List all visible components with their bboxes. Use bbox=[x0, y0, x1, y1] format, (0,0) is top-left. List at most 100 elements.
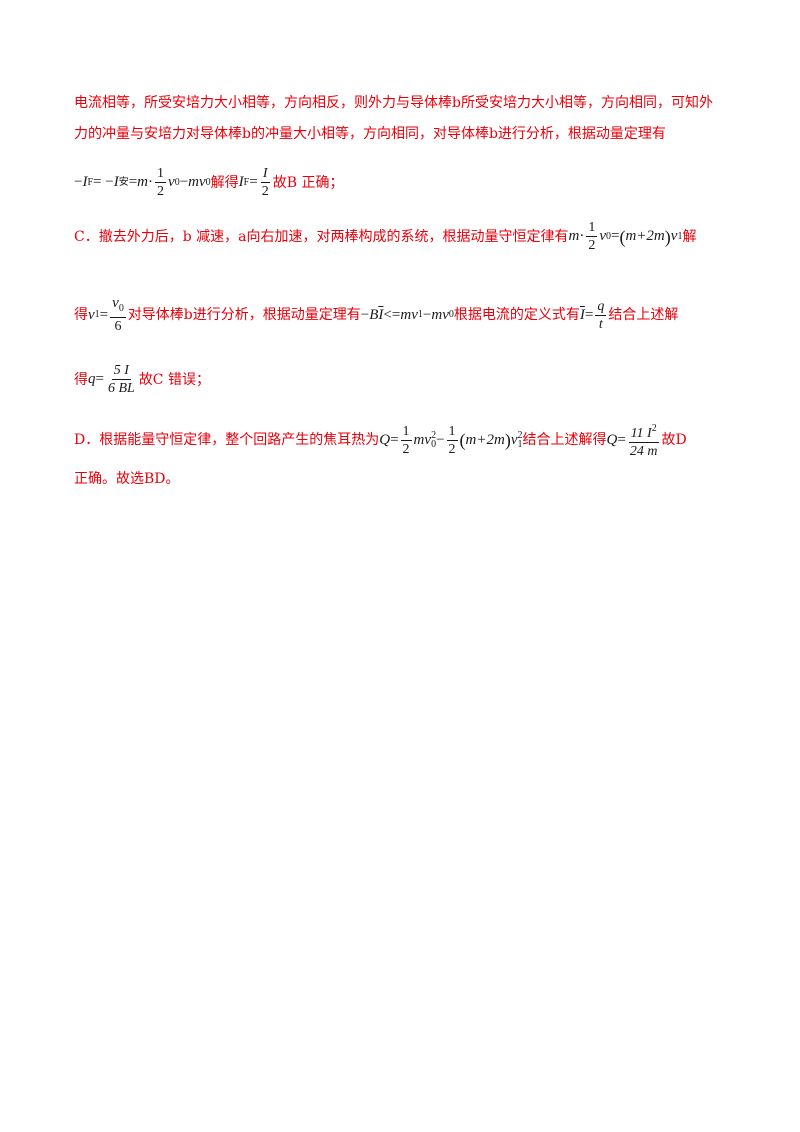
math: q bbox=[88, 371, 96, 387]
option-c-line-3: 得 q = 5 I 6 BL 故C 错误； bbox=[74, 363, 210, 396]
math-paren: ( bbox=[619, 226, 626, 247]
fraction-numerator: q bbox=[595, 298, 607, 316]
math-sub: 1 bbox=[94, 309, 100, 320]
math: I bbox=[113, 174, 119, 190]
math: = bbox=[95, 371, 104, 387]
fraction: 1 2 bbox=[446, 423, 458, 457]
fraction-denominator: 6 BL bbox=[107, 381, 135, 396]
fraction-denominator: 24 m bbox=[629, 444, 658, 459]
math: v bbox=[112, 295, 119, 311]
math-paren: ( bbox=[459, 430, 466, 450]
text: 得 bbox=[74, 307, 88, 323]
math: m bbox=[653, 228, 665, 244]
math: = bbox=[584, 306, 594, 323]
fraction: q t bbox=[595, 298, 607, 332]
math-sub: 0 bbox=[431, 439, 437, 450]
math-sub: 0 bbox=[118, 303, 124, 314]
fraction-denominator: 2 bbox=[157, 184, 165, 199]
math: m bbox=[400, 306, 412, 323]
text: 对导体棒b进行分析，根据动量定理有 bbox=[127, 307, 361, 323]
text: 结合上述解得 bbox=[522, 432, 607, 448]
fraction-numerator: 1 bbox=[400, 423, 412, 441]
fraction-denominator: 2 bbox=[402, 441, 410, 457]
fraction: 11 I2 24 m bbox=[628, 421, 660, 459]
math: − bbox=[422, 306, 432, 323]
math: I bbox=[238, 174, 244, 190]
math: = bbox=[390, 431, 399, 448]
math-sub: 0 bbox=[448, 309, 454, 320]
math: v bbox=[411, 306, 418, 323]
math-sup: 2 bbox=[431, 430, 437, 441]
fraction-numerator: 1 bbox=[446, 423, 458, 441]
text: 根据电流的定义式有 bbox=[453, 307, 580, 323]
fraction: I 2 bbox=[260, 166, 271, 199]
option-d-line-2: 正确。故选BD。 bbox=[74, 472, 180, 486]
text: C．撤去外力后，b 减速，a向右加速，对两棒构成的系统，根据动量守恒定律有 bbox=[74, 228, 569, 245]
math: Q bbox=[379, 431, 391, 448]
math: m+2 bbox=[465, 431, 494, 448]
text: 故B 正确； bbox=[272, 174, 344, 191]
math-sub: 1 bbox=[417, 309, 423, 320]
fraction-numerator: 1 bbox=[586, 220, 598, 237]
math: = bbox=[617, 431, 626, 448]
math: v bbox=[424, 431, 432, 448]
math: m bbox=[137, 174, 149, 190]
math: < bbox=[383, 306, 392, 323]
fraction-numerator: 5 I bbox=[111, 363, 131, 380]
fraction: v0 6 bbox=[110, 296, 126, 334]
math: v bbox=[199, 174, 206, 190]
math: m bbox=[188, 174, 199, 190]
math-sub: F bbox=[243, 176, 250, 188]
text: 解 bbox=[682, 228, 697, 245]
paragraph-line-2: 力的冲量与安培力对导体棒b的冲量大小相等，方向相同，对导体棒b进行分析，根据动量… bbox=[74, 127, 666, 141]
math-paren: ) bbox=[664, 226, 671, 247]
math: 11 I bbox=[630, 426, 652, 441]
math: I bbox=[378, 306, 384, 323]
math: v bbox=[442, 306, 449, 323]
fraction-denominator: 2 bbox=[261, 184, 269, 199]
math: = bbox=[128, 174, 138, 190]
math: m bbox=[431, 306, 443, 323]
paragraph-line-1: 电流相等，所受安培力大小相等，方向相反，则外力与导体棒b所受安培力大小相等，方向… bbox=[74, 96, 713, 110]
fraction-numerator: 1 bbox=[155, 166, 167, 183]
math: · bbox=[148, 174, 154, 190]
math: m+2 bbox=[625, 228, 654, 244]
math: m bbox=[494, 431, 505, 448]
math: B bbox=[369, 306, 379, 323]
math: − bbox=[179, 174, 189, 190]
fraction: 1 2 bbox=[586, 220, 598, 253]
text: D．根据能量守恒定律，整个回路产生的焦耳热为 bbox=[74, 432, 380, 448]
fraction-denominator: 2 bbox=[448, 441, 456, 457]
math-sub: 1 bbox=[517, 439, 523, 450]
text: 解得 bbox=[210, 174, 239, 191]
math: = bbox=[99, 306, 109, 323]
fraction: 5 I 6 BL bbox=[106, 363, 137, 396]
math: v bbox=[599, 228, 606, 244]
fraction-numerator: I bbox=[260, 166, 270, 183]
option-c-line-1: C．撤去外力后，b 减速，a向右加速，对两棒构成的系统，根据动量守恒定律有 m … bbox=[74, 220, 696, 253]
text: 故D bbox=[661, 432, 687, 448]
math: − bbox=[74, 174, 83, 190]
text: 结合上述解 bbox=[608, 307, 679, 323]
math: − bbox=[360, 306, 370, 323]
fraction: 1 2 bbox=[400, 423, 412, 457]
math-sub: 1 bbox=[677, 230, 683, 242]
text: 故C 错误； bbox=[138, 371, 210, 388]
math: = bbox=[391, 306, 401, 323]
math-sub: F bbox=[87, 176, 94, 188]
math-sup: 2 bbox=[517, 430, 523, 441]
math-paren: ) bbox=[504, 430, 511, 450]
math: v bbox=[670, 228, 678, 244]
math: v bbox=[168, 174, 175, 190]
math-sup: 2 bbox=[651, 423, 657, 434]
fraction-denominator: 2 bbox=[588, 238, 596, 253]
text: 正确。故选BD。 bbox=[74, 471, 180, 487]
math-sub: 安 bbox=[118, 176, 129, 188]
math: = − bbox=[93, 174, 114, 190]
